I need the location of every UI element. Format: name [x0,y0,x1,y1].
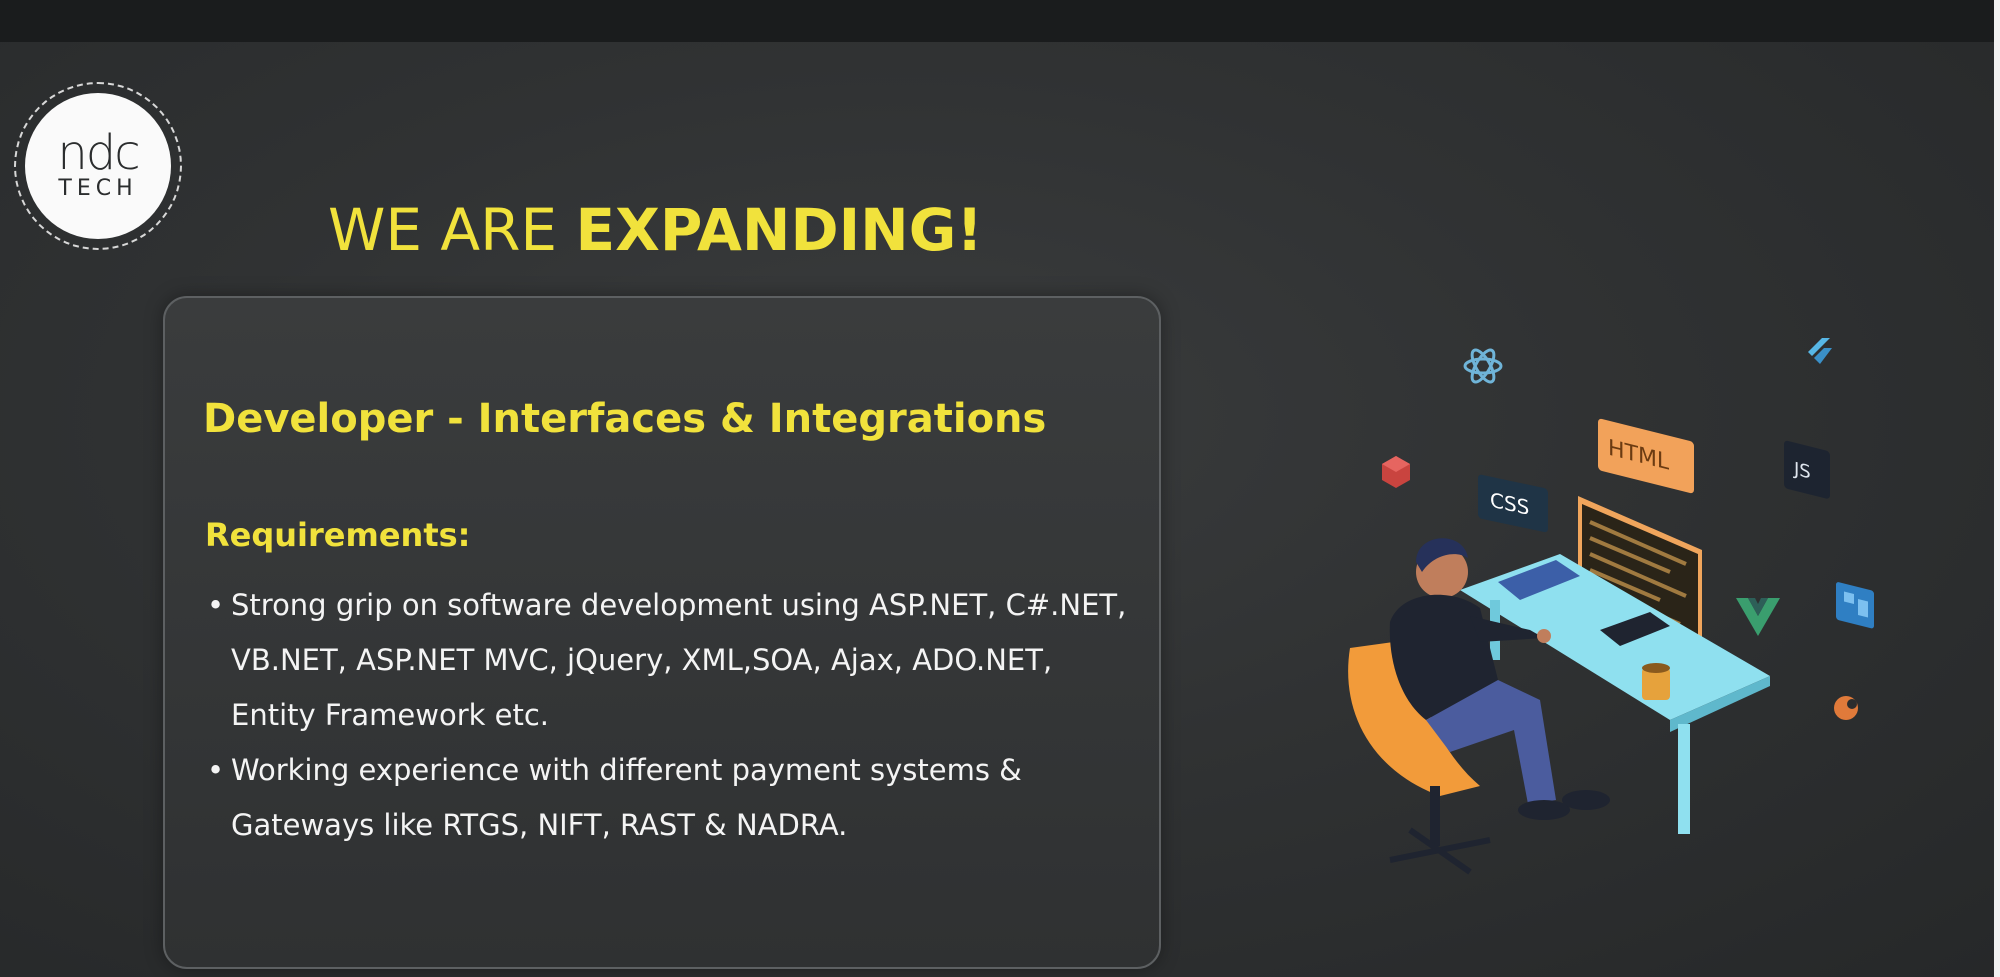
requirement-item: Working experience with different paymen… [207,743,1137,853]
flutter-icon [1808,338,1832,364]
requirement-item: Strong grip on software development usin… [207,578,1137,743]
right-edge [1994,0,2000,977]
keyboard [1600,612,1670,646]
mug [1642,663,1670,700]
tablet [1498,560,1580,600]
top-bar [0,0,2000,42]
logo-mark: ndc [57,125,140,181]
js-tag-icon: JS [1784,440,1830,499]
svg-text:JS: JS [1793,458,1811,483]
developer-illustration: CSS HTML JS [1348,338,1874,875]
red-cube-icon [1382,456,1410,488]
vue-icon [1736,598,1780,636]
react-icon [1463,348,1503,384]
html-tag-icon: HTML [1598,418,1694,494]
developer-person [1389,538,1610,820]
css-tag-icon: CSS [1478,474,1548,533]
monitor [1578,496,1702,650]
logo-word: TECH [58,176,138,201]
headline-light: WE ARE [328,196,576,264]
blue-box-icon [1836,582,1874,629]
headline-bold: EXPANDING! [575,196,983,264]
company-logo: ndc TECH [14,82,182,250]
job-card: Developer - Interfaces & Integrations Re… [163,296,1161,969]
chair [1348,640,1491,875]
requirements-list: Strong grip on software development usin… [207,578,1137,853]
logo-badge: ndc TECH [25,93,171,239]
role-title: Developer - Interfaces & Integrations [203,396,1047,442]
requirements-label: Requirements: [205,516,471,554]
headline: WE ARE EXPANDING! [328,198,983,262]
orange-swirl-icon [1834,696,1858,720]
